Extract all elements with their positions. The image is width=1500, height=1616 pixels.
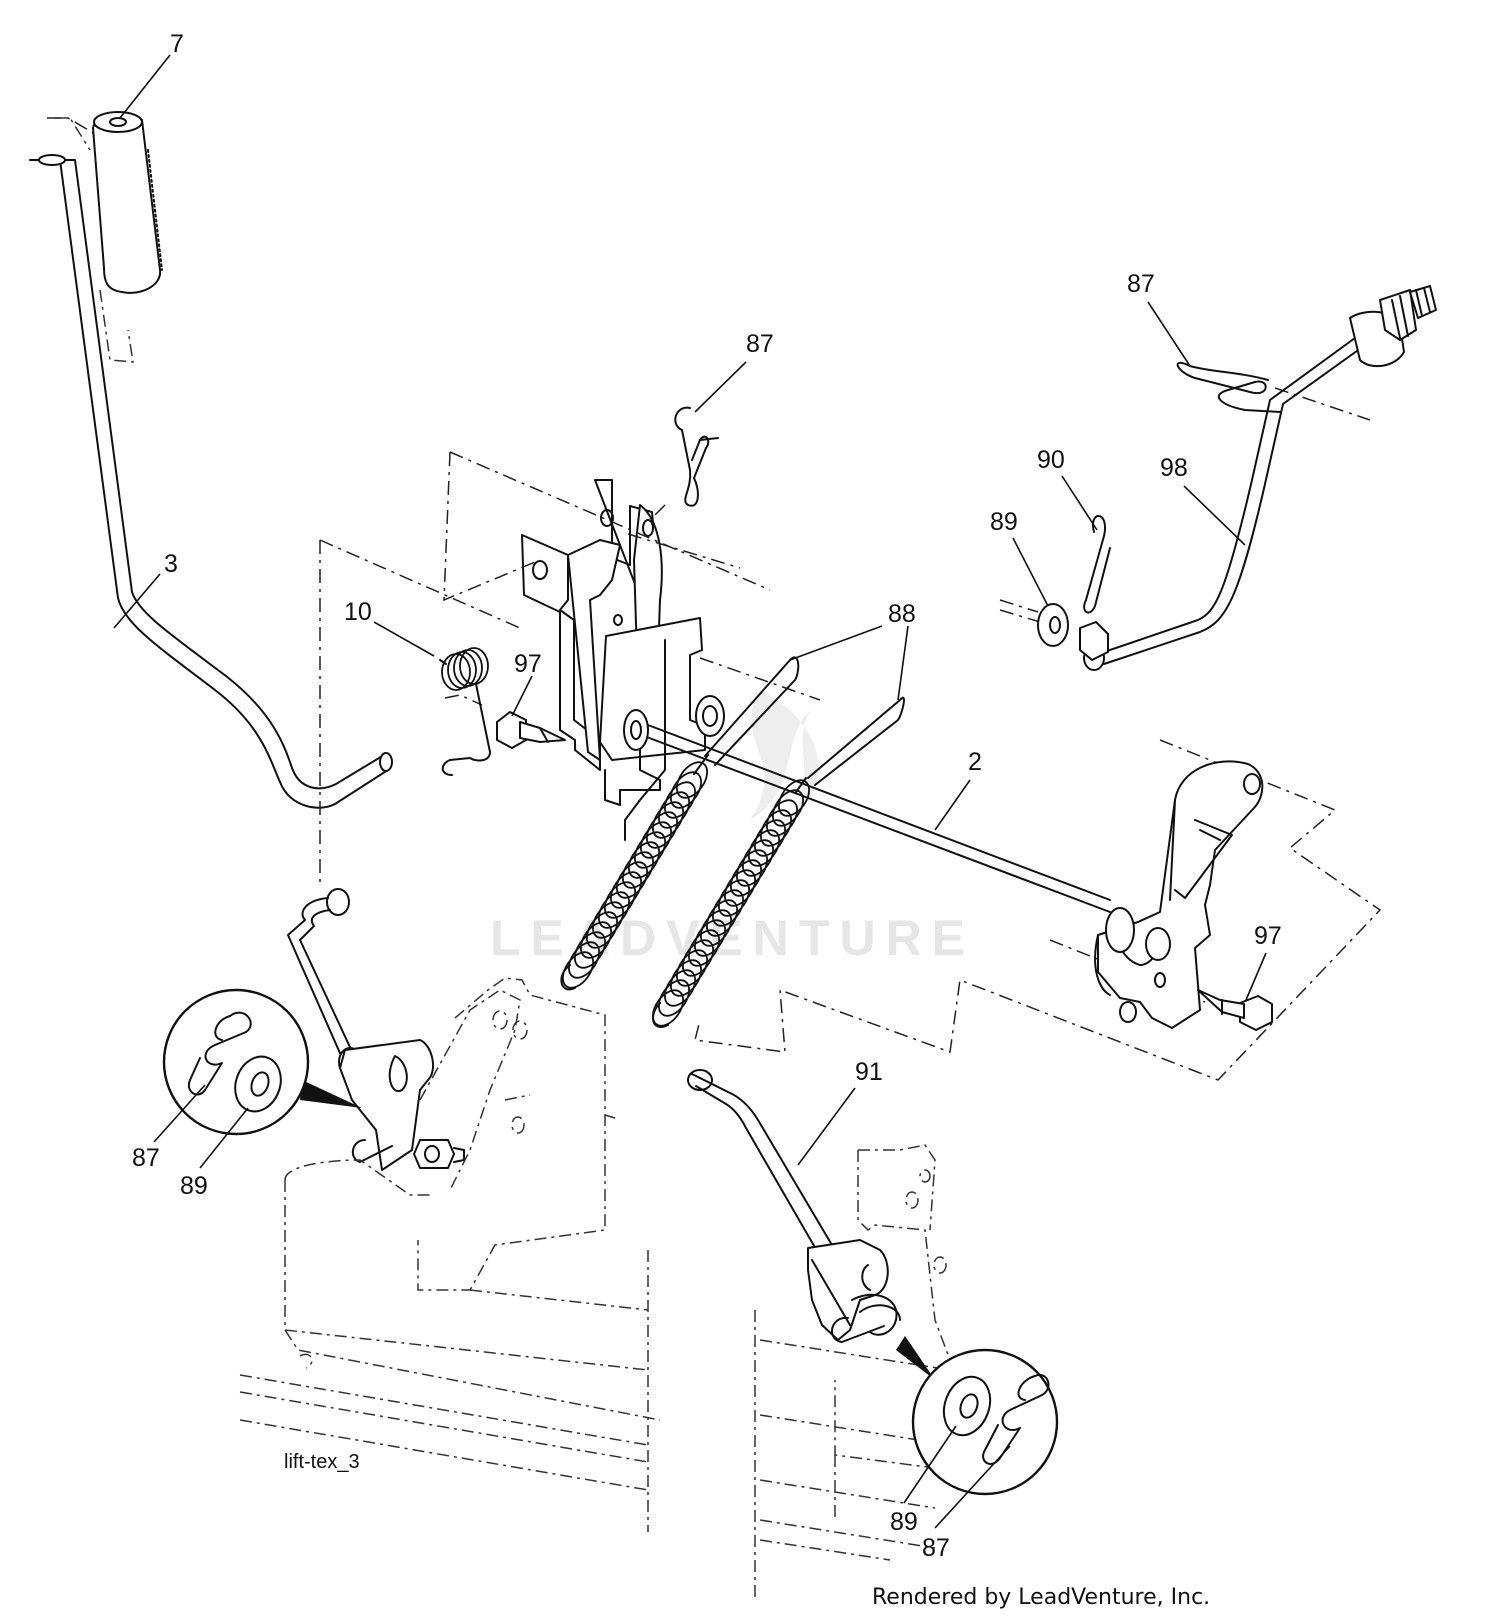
credit-line: Rendered by LeadVenture, Inc. bbox=[872, 1585, 1210, 1610]
callout-3: 3 bbox=[164, 550, 178, 578]
bolt-part-97-left[interactable] bbox=[496, 711, 566, 749]
detail-circle-left bbox=[162, 988, 362, 1136]
callout-10: 10 bbox=[344, 598, 372, 626]
callout-97-right: 97 bbox=[1254, 922, 1282, 950]
callout-91: 91 bbox=[855, 1058, 883, 1086]
clevis-pin-part-90[interactable] bbox=[1079, 515, 1111, 661]
lift-handle-part-3[interactable] bbox=[29, 117, 393, 809]
callout-89-detail-left: 89 bbox=[180, 1172, 208, 1200]
callout-98: 98 bbox=[1160, 454, 1188, 482]
callout-90: 90 bbox=[1037, 446, 1065, 474]
hairpin-clip-part-87-top[interactable] bbox=[674, 406, 719, 507]
adjustment-rod-part-98[interactable] bbox=[1083, 285, 1437, 671]
lower-lift-arm-right[interactable] bbox=[807, 1239, 901, 1343]
drawing-id: lift-tex_3 bbox=[284, 1451, 360, 1473]
callout-labels: 7 3 87 87 90 98 89 10 97 88 2 97 91 87 8… bbox=[132, 30, 1282, 1562]
watermark-text: LEADVENTURE bbox=[490, 910, 975, 966]
callout-87-top: 87 bbox=[746, 330, 774, 358]
callout-88: 88 bbox=[888, 600, 916, 628]
torsion-spring-part-10[interactable] bbox=[439, 647, 491, 776]
leadventure-watermark: LEADVENTURE bbox=[490, 690, 975, 966]
bolt-part-97-right[interactable] bbox=[1197, 989, 1273, 1031]
washer-part-89-right[interactable] bbox=[999, 599, 1069, 647]
handle-grip-part-7[interactable] bbox=[55, 111, 163, 363]
hairpin-clip-part-87-right[interactable] bbox=[1176, 361, 1281, 413]
reference-lines bbox=[319, 387, 1382, 1081]
callout-89-detail-right: 89 bbox=[890, 1508, 918, 1536]
callout-89-right: 89 bbox=[990, 508, 1018, 536]
detail-circle-right bbox=[896, 1336, 1059, 1496]
deck-bracket-left bbox=[239, 977, 661, 1532]
extension-spring-lower[interactable] bbox=[647, 775, 816, 1032]
lift-shaft-part-2[interactable] bbox=[623, 709, 1111, 913]
extension-spring-upper[interactable] bbox=[557, 754, 714, 993]
callout-2: 2 bbox=[968, 748, 982, 776]
callout-87-detail-right: 87 bbox=[922, 1534, 950, 1562]
right-lift-arm[interactable] bbox=[1094, 760, 1264, 1029]
callout-87-detail-left: 87 bbox=[132, 1144, 160, 1172]
callout-87-right: 87 bbox=[1127, 270, 1155, 298]
callout-7: 7 bbox=[170, 30, 184, 58]
lower-lift-arm-left[interactable] bbox=[339, 989, 521, 1191]
callout-97-left: 97 bbox=[514, 650, 542, 678]
deck-bracket-right bbox=[754, 1144, 951, 1600]
leader-lines bbox=[113, 54, 1267, 1529]
